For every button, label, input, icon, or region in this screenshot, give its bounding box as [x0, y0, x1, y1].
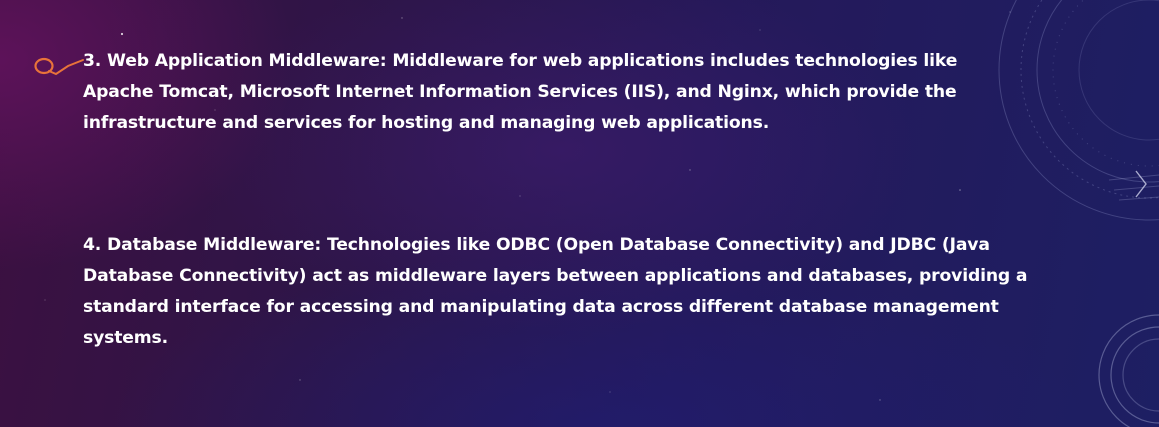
bullet-3-line: infrastructure and services for hosting …	[83, 113, 770, 133]
bullet-4-line: systems.	[83, 328, 169, 348]
bullet-3-line: Apache Tomcat, Microsoft Internet Inform…	[83, 82, 957, 102]
bullet-4-line: standard interface for accessing and man…	[83, 297, 999, 317]
bullet-4-line: 4. Database Middleware: Technologies lik…	[83, 235, 990, 255]
bullet-web-application-middleware: 3. Web Application Middleware: Middlewar…	[83, 46, 1083, 139]
next-slide-arrow-icon[interactable]	[1135, 170, 1147, 198]
bullet-4-line: Database Connectivity) act as middleware…	[83, 266, 1028, 286]
bullet-database-middleware: 4. Database Middleware: Technologies lik…	[83, 230, 1133, 354]
bullet-3-line: 3. Web Application Middleware: Middlewar…	[83, 51, 958, 71]
pen-annotation-icon	[34, 57, 84, 76]
